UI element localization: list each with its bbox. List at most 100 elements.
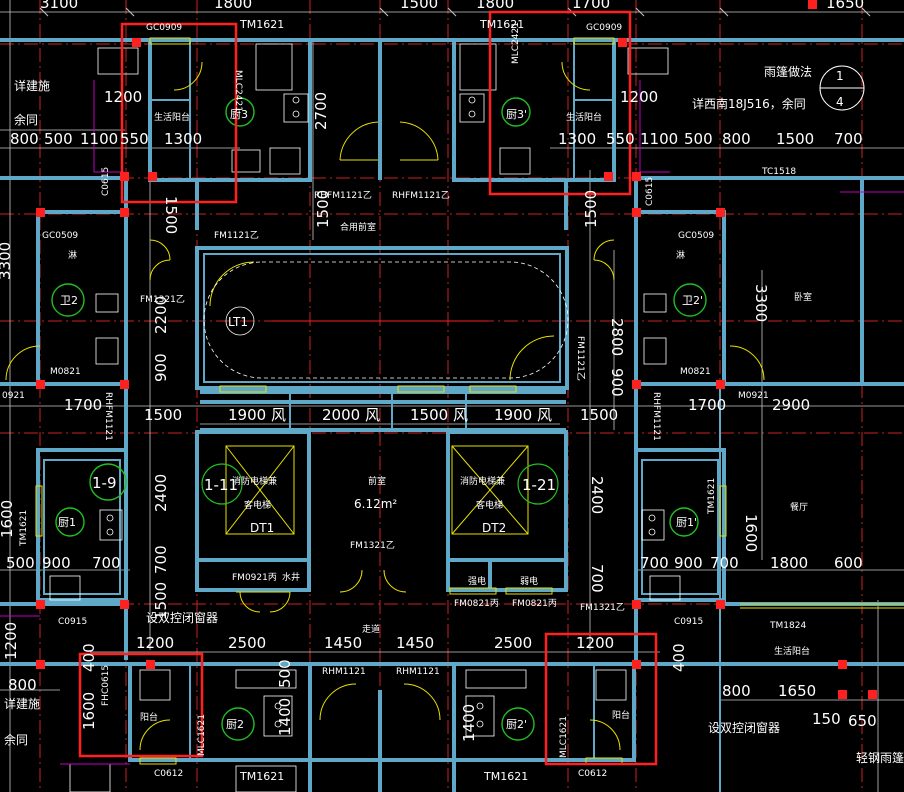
elevator-dt2: DT2 [482,521,506,535]
detail-note-bottom-left-2: 余同 [4,732,28,747]
elevator-dt1: DT1 [250,521,274,535]
dim-top-5: 1700 [572,0,610,12]
dim-top-1: 3100 [40,0,78,12]
dim-1600-left: 1600 [0,500,16,538]
axis-1-11: 1-11 [204,476,238,494]
window-tm1621-bottom-left: TM1621 [239,770,284,783]
dim-row-l-2: 900 [42,554,71,572]
dim-1500-mid-right: 1500 [580,406,618,424]
dim-top-4: 1800 [476,0,514,12]
label-weak-elec: 弱电 [520,575,538,587]
window-mlc1621-left: MLC1621 [197,714,207,756]
dim-800-right: 800 [722,130,751,148]
room-front: 前室 [368,475,386,487]
window-c0612-right: C0612 [578,769,607,779]
shaft-3: 1500 风 [410,406,468,424]
door-rhfm1121-vright: RHFM1121 [651,392,661,441]
dim-1100-right: 1100 [640,130,678,148]
door-swings [5,61,765,751]
dim-1500-vert-mid: 1500 [314,190,332,228]
window-fhc0615: FHC0615 [101,665,111,706]
dim-1200-left: 1200 [104,88,142,106]
axis-1-9: 1-9 [92,474,117,492]
dim-1600-right: 1600 [742,514,760,552]
window-gc0909-r: GC0909 [586,23,622,33]
window-openings [35,37,904,765]
dim-1400-left: 1400 [276,698,294,736]
dim-row-l-3: 700 [92,554,121,572]
shaft-1: 1900 风 [228,406,286,424]
room-front-area: 6.12m² [354,497,397,511]
window-c0615-right: C0615 [645,177,655,206]
room-bath2-right: 卫2' [682,294,703,307]
dim-2900: 2900 [772,396,810,414]
dim-1300-right: 1300 [558,130,596,148]
dim-500-left: 500 [44,130,73,148]
room-dining: 餐厅 [790,501,808,513]
dim-150: 150 [812,710,841,728]
dim-1500-right: 1500 [776,130,814,148]
dim-1600-bottom: 1600 [80,692,98,730]
room-kitchen3-right: 厨3' [506,108,527,121]
door-m0821-right: M0821 [680,367,711,377]
door-fm0821-a: FM0821丙 [454,598,499,609]
dim-400-left: 400 [80,643,98,672]
dim-1700-left: 1700 [64,396,102,414]
window-mlc2421-l: MLC2421 [233,70,243,112]
axis-1-21: 1-21 [522,476,556,494]
dim-2400-right: 2400 [588,476,606,514]
dim-1200-right: 1200 [620,88,658,106]
window-c0915-right: C0915 [674,617,703,627]
room-kitchen2-right: 厨2' [506,718,527,731]
canopy-method: 雨篷做法 [764,64,812,79]
window-tc1518: TC1518 [761,167,796,177]
dim-700-low-left: 700 [152,545,170,574]
dim-bottom-4: 1450 [396,634,434,652]
window-gc0509-left: GC0509 [42,231,78,241]
dim-900-right: 900 [608,368,626,397]
door-fm1321-right2: FM1321乙 [580,602,625,613]
room-kitchen2-left: 厨2 [226,718,244,731]
dim-1700-right: 1700 [688,396,726,414]
note-steel-canopy: 轻钢雨篷 [856,750,904,765]
note-fire-window: 设双控闭窗器 [146,611,218,625]
detail-note-left: 详建施 [14,78,50,93]
window-mlc1621-right: MLC1621 [559,716,569,758]
door-fm1321-left: FM1321乙 [140,294,185,305]
canopy-reference: 详西南18J516，余同 [692,96,806,111]
door-rhfm-right: RHFM1121乙 [392,190,450,201]
window-tm1621-vleft: TM1621 [19,510,29,547]
room-balcony-right: 生活阳台 [566,111,602,123]
dim-1100-left: 1100 [80,130,118,148]
window-c0615-left: C0615 [101,167,111,196]
door-rhm1121-right: RHM1121 [396,667,440,677]
window-tm1824: TM1824 [769,621,806,631]
note-fire-window-right: 设双控闭窗器 [708,721,780,735]
elevator-right-line2: 客电梯 [476,499,503,511]
window-tm1621-r: TM1621 [479,18,524,31]
elevator-cars [201,445,559,535]
shaft-2: 2000 风 [322,406,380,424]
dim-top-3: 1500 [400,0,438,12]
room-shared-lobby: 合用前室 [340,221,376,233]
dim-500-bottom: 500 [276,659,294,688]
elevator-lt1 [203,261,569,379]
dim-row-r-3: 700 [710,554,739,572]
window-tm1621-bottom-right: TM1621 [483,770,528,783]
window-mlc2421-r: MLC2421 [511,22,521,64]
room-kitchen1-right: 厨1' [676,516,697,529]
door-m0921-right: M0921 [738,391,769,401]
elevator-lt1-label: LT1 [228,315,248,329]
dim-row-r-2: 900 [674,554,703,572]
window-gc0909-l: GC0909 [146,23,182,33]
dim-row-r-5: 600 [834,554,863,572]
fixture-shower-right: 淋 [676,249,685,261]
dim-1200-bottom-left: 1200 [2,622,20,660]
fixture-shower-left: 淋 [68,249,77,261]
dim-650: 650 [848,712,877,730]
door-m0821-left: M0821 [50,367,81,377]
dim-bottom-3: 1450 [324,634,362,652]
dim-bottom-6: 1200 [576,634,614,652]
dim-1400-right: 1400 [460,704,478,742]
dim-bottom-2: 2500 [228,634,266,652]
